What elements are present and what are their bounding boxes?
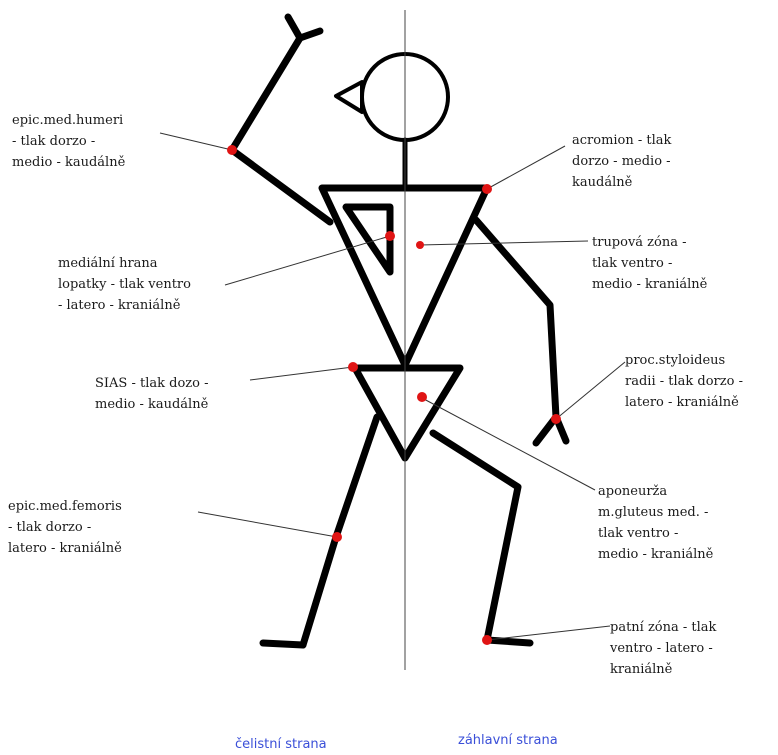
beak <box>336 82 362 112</box>
left-arm <box>232 38 330 222</box>
point-aponeurza <box>417 392 427 402</box>
point-epic-humeri <box>227 145 237 155</box>
point-trupova-zona <box>416 241 424 249</box>
right-foot <box>487 640 530 643</box>
label-medialni-hrana: mediální hrana lopatky - tlak ventro - l… <box>58 253 191 316</box>
right-hand <box>536 417 566 443</box>
label-patni-zona: patní zóna - tlak ventro - latero - kran… <box>610 617 716 680</box>
point-epic-femoris <box>332 532 342 542</box>
point-medialni-hrana <box>385 231 395 241</box>
label-epic-humeri: epic.med.humeri - tlak dorzo - medio - k… <box>12 110 125 173</box>
point-patni-zona <box>482 635 492 645</box>
left-hand <box>288 17 320 38</box>
label-acromion: acromion - tlak dorzo - medio - kaudálně <box>572 130 671 193</box>
left-leg <box>303 417 377 645</box>
label-trupova-zona: trupová zóna - tlak ventro - medio - kra… <box>592 232 707 295</box>
right-arm <box>476 220 556 417</box>
label-proc-styloideus: proc.styloideus radii - tlak dorzo - lat… <box>625 350 743 413</box>
label-aponeurza: aponeurža m.gluteus med. - tlak ventro -… <box>598 481 713 565</box>
point-acromion <box>482 184 492 194</box>
back-side-label: záhlavní strana <box>458 733 558 748</box>
front-side-label: čelistní strana <box>235 737 327 752</box>
points <box>227 145 561 645</box>
scapula-triangle <box>346 207 390 272</box>
left-foot <box>263 643 303 645</box>
label-epic-femoris: epic.med.femoris - tlak dorzo - latero -… <box>8 496 122 559</box>
point-sias <box>348 362 358 372</box>
point-proc-styloideus <box>551 414 561 424</box>
right-leg <box>433 433 518 640</box>
label-sias: SIAS - tlak dozo - medio - kaudálně <box>95 373 208 415</box>
